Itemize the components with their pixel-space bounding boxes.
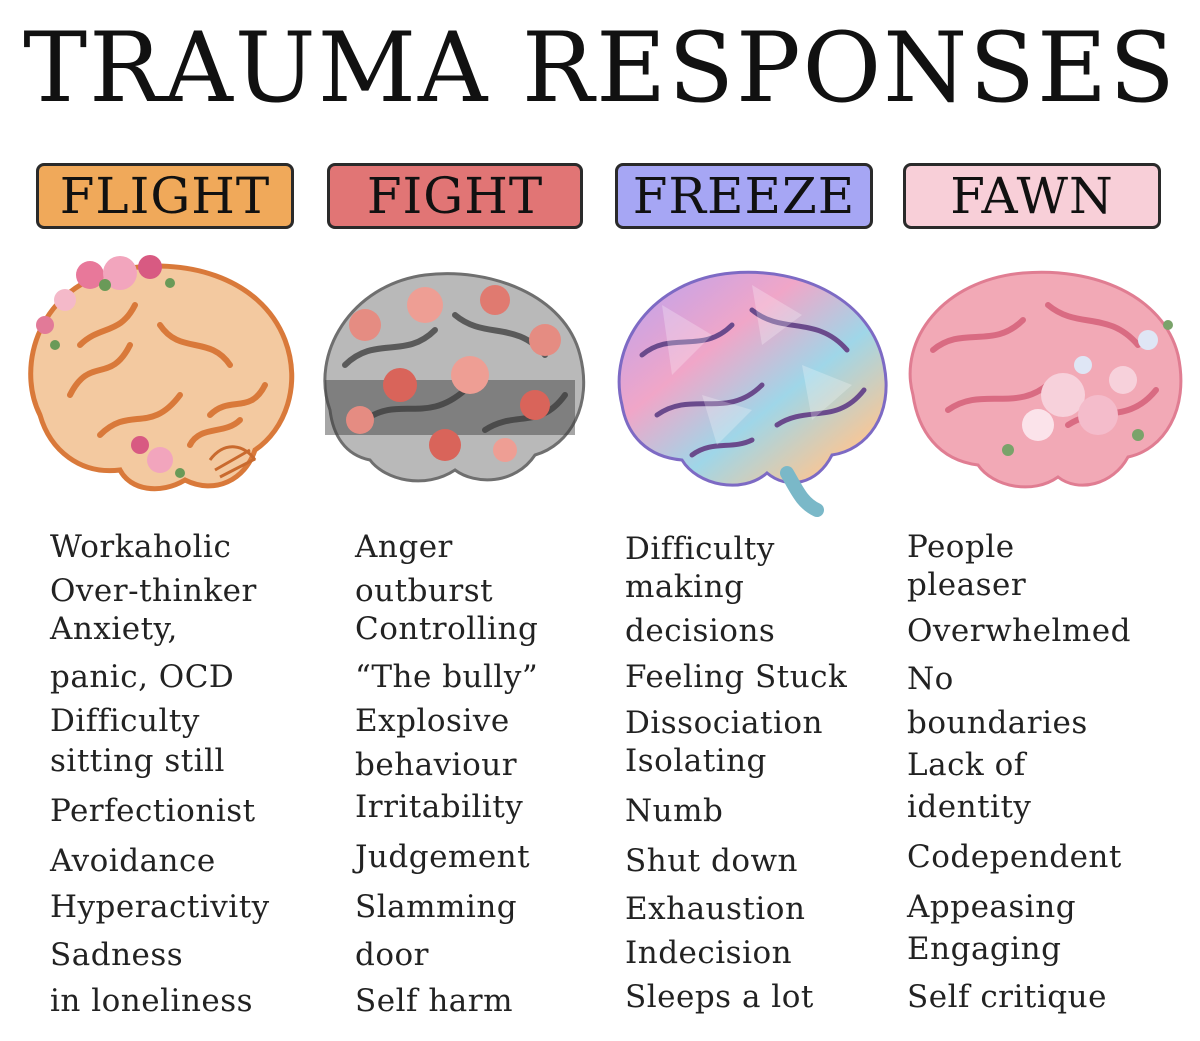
flight-list-item: Perfectionist — [50, 793, 256, 829]
page-title: TRAUMA RESPONSES — [23, 12, 1177, 124]
fawn-list-item: Engaging — [907, 931, 1062, 967]
flight-list-item: Avoidance — [50, 843, 216, 879]
freeze-list-item: making — [625, 569, 745, 605]
fawn-list-item: pleaser — [907, 567, 1027, 603]
brain-with-roses-icon — [305, 245, 595, 520]
freeze-list-item: decisions — [625, 613, 776, 649]
fight-list-item: “The bully” — [355, 659, 539, 695]
flight-list-item: Hyperactivity — [50, 889, 270, 925]
fawn-list-item: Codependent — [907, 839, 1122, 875]
freeze-list-item: Isolating — [625, 743, 767, 779]
flight-list-item: Over-thinker — [50, 573, 257, 609]
freeze-list-item: Numb — [625, 793, 724, 829]
brain-pink-floral-icon — [898, 245, 1188, 520]
fight-list-item: Irritability — [355, 789, 524, 825]
fawn-list-item: Self critique — [907, 979, 1107, 1015]
fight-list-item: Self harm — [355, 983, 513, 1019]
flight-list-item: panic, OCD — [50, 659, 235, 695]
fight-list-item: Anger — [355, 529, 453, 565]
fawn-list-item: People — [907, 529, 1015, 565]
freeze-list-item: Shut down — [625, 843, 798, 879]
fawn-list-item: Lack of — [907, 747, 1026, 783]
flight-list-item: Workaholic — [50, 529, 232, 565]
fight-badge: FIGHT — [327, 163, 583, 229]
fight-list-item: Controlling — [355, 611, 539, 647]
freeze-list-item: Exhaustion — [625, 891, 806, 927]
flight-list-item: Difficulty — [50, 703, 200, 739]
fawn-list-item: identity — [907, 789, 1032, 825]
flight-list-item: sitting still — [50, 743, 225, 779]
flight-list-item: in loneliness — [50, 983, 254, 1019]
freeze-badge: FREEZE — [615, 163, 873, 229]
brain-low-poly-icon — [602, 245, 892, 520]
flight-list-item: Anxiety, — [50, 611, 178, 647]
flight-list-item: Sadness — [50, 937, 184, 973]
fawn-badge: FAWN — [903, 163, 1161, 229]
fight-list-item: Explosive — [355, 703, 510, 739]
fawn-list-item: Overwhelmed — [907, 613, 1131, 649]
freeze-list-item: Sleeps a lot — [625, 979, 814, 1015]
fight-list-item: door — [355, 937, 429, 973]
freeze-list-item: Indecision — [625, 935, 793, 971]
fawn-list-item: boundaries — [907, 705, 1088, 741]
brain-with-flowers-icon — [10, 245, 300, 520]
fawn-list-item: Appeasing — [907, 889, 1077, 925]
fight-list-item: behaviour — [355, 747, 518, 783]
fight-list-item: Slamming — [355, 889, 518, 925]
fight-list-item: Judgement — [355, 839, 531, 875]
fawn-list-item: No — [907, 661, 954, 697]
flight-badge: FLIGHT — [36, 163, 294, 229]
freeze-list-item: Dissociation — [625, 705, 824, 741]
freeze-list-item: Feeling Stuck — [625, 659, 848, 695]
freeze-list-item: Difficulty — [625, 531, 775, 567]
fight-list-item: outburst — [355, 573, 494, 609]
